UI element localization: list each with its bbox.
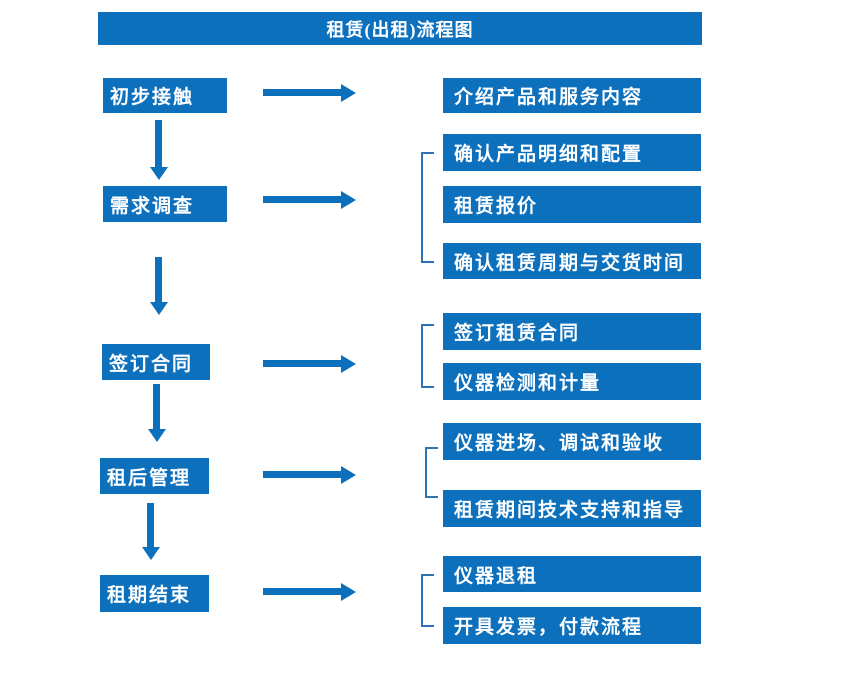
output-sign-rental-contract: 签订租赁合同 bbox=[443, 313, 701, 350]
group-bracket-post-rental bbox=[425, 447, 438, 498]
output-instrument-testing: 仪器检测和计量 bbox=[443, 363, 701, 400]
flowchart-title: 租赁(出租)流程图 bbox=[326, 19, 474, 40]
output-instrument-setup-acceptance: 仪器进场、调试和验收 bbox=[443, 423, 701, 460]
output-introduce-products: 介绍产品和服务内容 bbox=[443, 78, 701, 113]
down-arrow-icon bbox=[155, 120, 162, 167]
step-post-rental-management: 租后管理 bbox=[100, 458, 209, 494]
down-arrow-icon bbox=[147, 503, 154, 547]
output-invoice-payment: 开具发票，付款流程 bbox=[443, 607, 701, 644]
output-rental-technical-support: 租赁期间技术支持和指导 bbox=[443, 490, 701, 527]
step-sign-contract: 签订合同 bbox=[102, 344, 210, 380]
group-bracket-demand-survey bbox=[421, 152, 434, 263]
flowchart-title-bar: 租赁(出租)流程图 bbox=[98, 12, 702, 45]
down-arrow-icon bbox=[155, 257, 162, 302]
group-bracket-sign-contract bbox=[421, 324, 434, 388]
step-rental-end: 租期结束 bbox=[100, 575, 209, 612]
output-instrument-return: 仪器退租 bbox=[443, 556, 701, 592]
right-arrow-icon bbox=[263, 360, 341, 367]
right-arrow-icon bbox=[263, 471, 341, 478]
right-arrow-icon bbox=[263, 89, 341, 96]
right-arrow-icon bbox=[263, 588, 341, 595]
output-confirm-product-details: 确认产品明细和配置 bbox=[443, 134, 701, 171]
down-arrow-icon bbox=[153, 384, 160, 429]
right-arrow-icon bbox=[263, 196, 341, 203]
step-initial-contact: 初步接触 bbox=[103, 78, 227, 113]
step-demand-survey: 需求调查 bbox=[103, 186, 227, 222]
output-rental-quotation: 租赁报价 bbox=[443, 186, 701, 223]
output-confirm-rental-period: 确认租赁周期与交货时间 bbox=[443, 243, 701, 279]
group-bracket-rental-end bbox=[421, 574, 434, 627]
